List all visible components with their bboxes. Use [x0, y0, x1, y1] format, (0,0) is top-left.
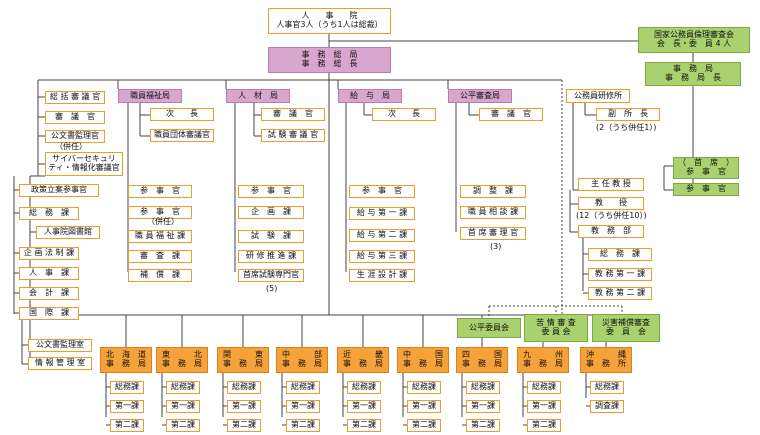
org-box-hr-councilor: 審 議 官 — [261, 108, 325, 121]
org-box-left-division: 企 画 法 制 課 — [19, 247, 79, 260]
org-box-regional-section: 総務課 — [407, 381, 441, 394]
org-box-regional-office: 近 畿事 務 局 — [337, 347, 389, 373]
org-box-regional-section: 第一課 — [110, 400, 144, 413]
org-box-regional-office: 中 国事 務 局 — [397, 347, 449, 373]
org-box-review-item: 調 整 課 — [460, 185, 526, 198]
org-note-institute-prof: (12（うち併任10）) — [576, 211, 647, 220]
org-box-left-division: 政策立案参事官 — [19, 184, 99, 197]
org-box-regional-section: 第二課 — [347, 419, 381, 432]
org-box-regional-section: 総務課 — [110, 381, 144, 394]
org-box-left-division: 国 際 課 — [19, 307, 79, 320]
org-box-regional-section: 第一課 — [166, 400, 200, 413]
org-box-secretariat: 事 務 総 局事 務 総 長 — [268, 47, 391, 73]
org-box-welfare-item: 審 査 課 — [128, 250, 192, 263]
org-box-hr-item: 首席試験専門官 — [238, 269, 304, 282]
org-box-regional-section: 第一課 — [227, 400, 261, 413]
org-box-institute-section: 教 務 第 一 課 — [588, 268, 652, 281]
org-box-institute-prof: 主 任 教 授 — [578, 178, 644, 191]
org-box-regional-section: 第二課 — [286, 419, 320, 432]
org-box-library: 人事院図書館 — [36, 226, 100, 239]
org-box-regional-office: 九 州事 務 局 — [517, 347, 569, 373]
org-box-welfare-item: 補 償 課 — [128, 269, 192, 282]
org-box-review-item: 職 員 相 談 課 — [460, 206, 526, 219]
org-box-welfare-counselor: 職員団体審議官 — [150, 129, 214, 142]
org-box-institute-vice: 副 所 長 — [596, 108, 660, 121]
org-box-committee: 災害補償審査委 員 会 — [592, 314, 660, 342]
org-box-review-councilor: 審 議 官 — [479, 108, 543, 121]
org-box-hr-item: 企 画 課 — [238, 206, 304, 219]
org-box-welfare-item: 職 員 福 祉 課 — [128, 230, 192, 243]
org-box-regional-section: 総務課 — [466, 381, 500, 394]
org-box-cyber: サイバーセキュリティ・情報化審議官 — [45, 152, 123, 176]
org-box-hr-item: 研 修 推 進 課 — [238, 250, 304, 263]
org-box-welfare-deputy: 次 長 — [150, 108, 214, 121]
org-box-left-direct: 公文書監理官 — [45, 130, 105, 143]
org-box-committee: 公平委員会 — [457, 318, 521, 338]
org-box-regional-office: 関 東事 務 局 — [217, 347, 269, 373]
org-box-bureau: 職員福祉局 — [118, 89, 182, 103]
org-box-left-office: 情 報 管 理 室 — [28, 357, 92, 370]
org-box-regional-section: 調査課 — [590, 400, 624, 413]
org-note-welfare: （併任） — [147, 217, 179, 226]
org-box-pay-item: 参 事 官 — [349, 185, 415, 198]
org-note-left: （併任） — [55, 142, 87, 151]
org-box-regional-office: 中 部事 務 局 — [276, 347, 328, 373]
org-box-regional-section: 総務課 — [286, 381, 320, 394]
org-box-regional-section: 総務課 — [527, 381, 561, 394]
org-box-left-division: 総 務 課 — [19, 207, 79, 220]
org-box-ethics-secretariat: 事 務 局事 務 局 長 — [645, 62, 741, 86]
org-box-welfare-item: 参 事 官 — [128, 185, 192, 198]
org-box-bureau: 公平審査局 — [448, 89, 512, 103]
org-box-bureau: 人 材 局 — [226, 89, 290, 103]
org-box-left-division: 会 計 課 — [19, 287, 79, 300]
org-box-review-item: 首 席 審 理 官 — [460, 227, 526, 240]
org-box-hr-item: 試 験 課 — [238, 230, 304, 243]
org-box-regional-section: 第一課 — [286, 400, 320, 413]
org-box-institute-prof: 教 授 — [578, 197, 644, 210]
org-box-left-division: 人 事 課 — [19, 267, 79, 280]
org-box-hr-item: 参 事 官 — [238, 185, 304, 198]
org-box-pay-item: 生 涯 設 計 課 — [349, 269, 415, 282]
org-box-regional-section: 総務課 — [347, 381, 381, 394]
org-box-regional-section: 第二課 — [166, 419, 200, 432]
org-box-regional-section: 第二課 — [466, 419, 500, 432]
org-box-hr-councilor: 試 験 審 議 官 — [261, 129, 325, 142]
org-box-pay-item: 給 与 第 一 課 — [349, 207, 415, 220]
org-box-regional-office: 北 海 道事 務 局 — [100, 347, 152, 373]
org-box-regional-section: 第一課 — [407, 400, 441, 413]
org-box-committee: 苦 情 審 査委 員 会 — [524, 314, 588, 342]
org-box-regional-section: 第二課 — [110, 419, 144, 432]
org-box-left-office: 公文書監理室 — [28, 339, 92, 352]
org-box-welfare-item: 参 事 官 — [128, 206, 192, 219]
org-note-institute-vice: (2（うち併任1）) — [596, 123, 657, 132]
org-box-regional-section: 第一課 — [466, 400, 500, 413]
org-box-bureau: 給 与 局 — [338, 89, 402, 103]
org-box-regional-office: 四 国事 務 局 — [456, 347, 508, 373]
org-box-pay-deputy: 次 長 — [372, 108, 436, 121]
org-box-regional-section: 総務課 — [227, 381, 261, 394]
org-box-ethics-board: 国家公務員倫理審査会会 長・委 員 4 人 — [638, 27, 750, 53]
org-box-regional-section: 総務課 — [166, 381, 200, 394]
org-box-regional-section: 第一課 — [527, 400, 561, 413]
org-box-regional-section: 第二課 — [227, 419, 261, 432]
org-box-left-direct: 審 議 官 — [45, 111, 105, 124]
org-box-institute-dept: 教 務 部 — [578, 225, 644, 238]
org-note-hr: (5) — [266, 284, 278, 293]
org-note-review: (3) — [490, 242, 502, 251]
org-box-institute-section: 教 務 第 二 課 — [588, 287, 652, 300]
org-box-ethics-councilor: （ 首 席 ）参 事 官 — [673, 157, 739, 179]
org-box-regional-office: 東 北事 務 局 — [156, 347, 208, 373]
org-box-pay-item: 給 与 第 三 課 — [349, 250, 415, 263]
org-box-ethics-councilor: 参 事 官 — [673, 183, 739, 196]
org-box-regional-section: 第二課 — [407, 419, 441, 432]
org-box-bureau: 公務員研修所 — [566, 89, 630, 103]
org-box-regional-section: 総務課 — [590, 381, 624, 394]
org-box-left-direct: 総 括 審 議 官 — [45, 91, 105, 104]
org-box-regional-section: 第一課 — [347, 400, 381, 413]
org-box-jinjiin: 人 事 院人事官3人（うち1人は総裁） — [268, 8, 391, 34]
org-box-regional-office: 沖 縄事 務 所 — [580, 347, 632, 373]
org-box-regional-section: 第二課 — [527, 419, 561, 432]
org-box-pay-item: 給 与 第 二 課 — [349, 229, 415, 242]
org-box-institute-section: 総 務 課 — [588, 248, 652, 261]
